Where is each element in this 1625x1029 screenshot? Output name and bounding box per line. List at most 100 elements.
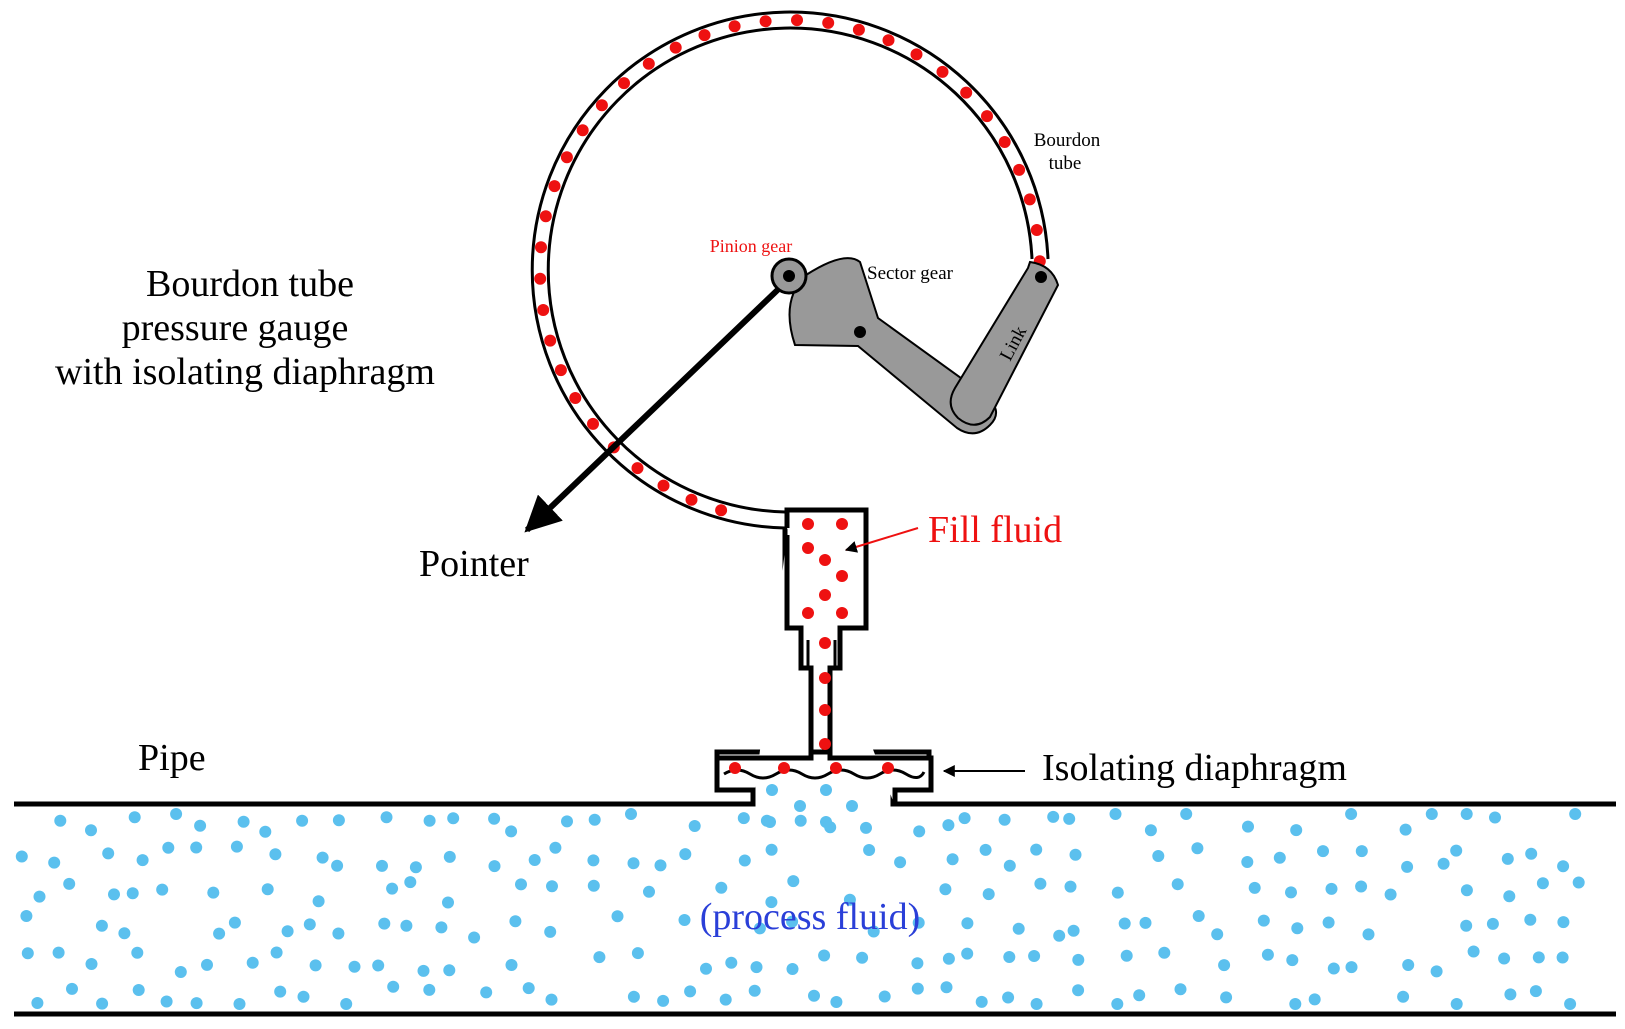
fill-fluid-particle <box>685 493 698 506</box>
process-fluid-particle <box>794 814 807 827</box>
process-fluid-particle <box>688 820 701 832</box>
bourdon-tube-label-line-1: Bourdon <box>1034 130 1101 151</box>
process-fluid-particle <box>808 989 820 1002</box>
process-fluid-particle <box>679 848 692 861</box>
process-fluid-particle <box>843 893 856 906</box>
process-fluid-particle <box>1557 860 1570 873</box>
process-fluid-particle <box>190 841 203 854</box>
process-fluid-particle <box>442 896 454 909</box>
fill-fluid-particle <box>535 241 547 254</box>
process-fluid-particle <box>549 841 562 854</box>
process-fluid-particle <box>1450 998 1463 1010</box>
process-fluid-particle <box>1030 998 1043 1010</box>
fill-fluid-particle <box>576 124 589 137</box>
process-fluid-particle <box>1501 852 1514 865</box>
fill-fluid-particle <box>802 518 814 530</box>
process-fluid-particle <box>1397 990 1410 1003</box>
process-fluid-particle <box>1362 928 1375 941</box>
process-fluid-particle <box>207 886 220 899</box>
bourdon-tube <box>530 10 1050 530</box>
process-fluid-particle <box>515 878 527 891</box>
fill-fluid-particle <box>595 99 608 112</box>
process-fluid-particle <box>21 947 34 960</box>
process-fluid-particle <box>1220 991 1233 1004</box>
title-line-1: Bourdon tube <box>146 263 354 305</box>
fill-fluid-label: Fill fluid <box>928 509 1062 551</box>
process-fluid-particle <box>102 847 115 860</box>
fill-fluid-particle <box>791 14 803 27</box>
process-fluid-particle <box>332 814 345 827</box>
fill-fluid-particle <box>778 762 790 774</box>
process-fluid-particle <box>588 813 601 826</box>
process-fluid-particle <box>961 917 974 930</box>
process-fluid-particle <box>1118 917 1131 930</box>
process-fluid-particle <box>261 883 274 896</box>
fill-fluid-particle <box>819 554 831 566</box>
sector-gear <box>788 257 998 435</box>
process-fluid-particle <box>975 995 988 1008</box>
process-fluid-particle <box>678 914 691 926</box>
pipe-label: Pipe <box>138 737 206 779</box>
process-fluid-particle <box>505 959 518 971</box>
process-fluid-particle <box>753 922 766 935</box>
process-fluid-particle <box>1067 924 1080 937</box>
process-fluid-particle <box>1273 851 1286 864</box>
process-fluid-particle <box>1460 808 1473 820</box>
process-fluid-particle <box>979 843 992 856</box>
fill-fluid-particle <box>882 34 895 47</box>
process-fluid-particle <box>1289 998 1302 1010</box>
fill-fluid-particle <box>618 77 630 90</box>
fill-fluid-particle <box>539 210 552 223</box>
process-fluid-particle <box>1133 989 1146 1002</box>
fill-fluid-particle <box>1023 193 1036 206</box>
process-fluid-particle <box>830 996 843 1008</box>
diagram-labels: Bourdon tube pressure gauge with isolati… <box>55 130 1347 938</box>
process-fluid-particle <box>447 812 460 825</box>
process-fluid-particle <box>911 957 924 970</box>
process-fluid-particle <box>309 959 322 972</box>
process-fluid-particle <box>998 813 1011 826</box>
process-fluid-particle <box>488 860 501 873</box>
process-fluid-particle <box>488 812 501 825</box>
process-fluid-particle <box>942 819 955 832</box>
process-fluid-particle <box>156 883 169 896</box>
process-fluid-particle <box>31 997 44 1009</box>
process-fluid-particle <box>387 980 400 993</box>
process-fluid-particle <box>961 947 974 960</box>
pinion-gear-axle <box>783 270 795 282</box>
process-fluid-particle <box>719 993 732 1006</box>
process-fluid-particle <box>627 990 640 1003</box>
process-fluid-particle <box>1261 948 1274 961</box>
pinion-gear-label: Pinion gear <box>710 236 793 256</box>
process-fluid-particle <box>1191 842 1204 855</box>
fill-fluid-particle <box>981 110 993 123</box>
process-fluid-particle <box>912 916 925 929</box>
process-fluid-particle <box>404 876 417 889</box>
process-fluid-particle <box>1525 847 1538 860</box>
pipe <box>14 749 1616 1017</box>
process-fluid-particle <box>1556 951 1569 964</box>
process-fluid-particle <box>1345 808 1358 820</box>
process-fluid-particle <box>509 915 522 928</box>
process-fluid-particle <box>1564 998 1577 1010</box>
process-fluid-particle <box>1003 859 1016 872</box>
process-fluid-particle <box>545 993 558 1006</box>
fill-fluid-particle <box>560 151 573 164</box>
process-fluid-particle <box>281 925 294 938</box>
process-fluid-particle <box>794 800 806 812</box>
process-fluid-particle <box>1467 945 1480 958</box>
process-fluid-particle <box>1524 913 1537 926</box>
process-fluid-particle <box>593 951 606 964</box>
fill-fluid-particle <box>836 570 848 582</box>
process-fluid-particle <box>174 966 187 978</box>
process-fluid-particle <box>1327 962 1340 975</box>
process-fluid-particle <box>269 848 282 861</box>
process-fluid-particle <box>95 919 108 932</box>
process-fluid-particle <box>1355 845 1368 858</box>
process-fluid-particle <box>657 994 670 1007</box>
fill-fluid-particle <box>548 180 561 193</box>
process-fluid-particle <box>376 859 388 872</box>
process-fluid-particle <box>170 808 183 820</box>
process-fluid-particle <box>468 931 481 944</box>
process-fluid-particle <box>331 859 344 872</box>
